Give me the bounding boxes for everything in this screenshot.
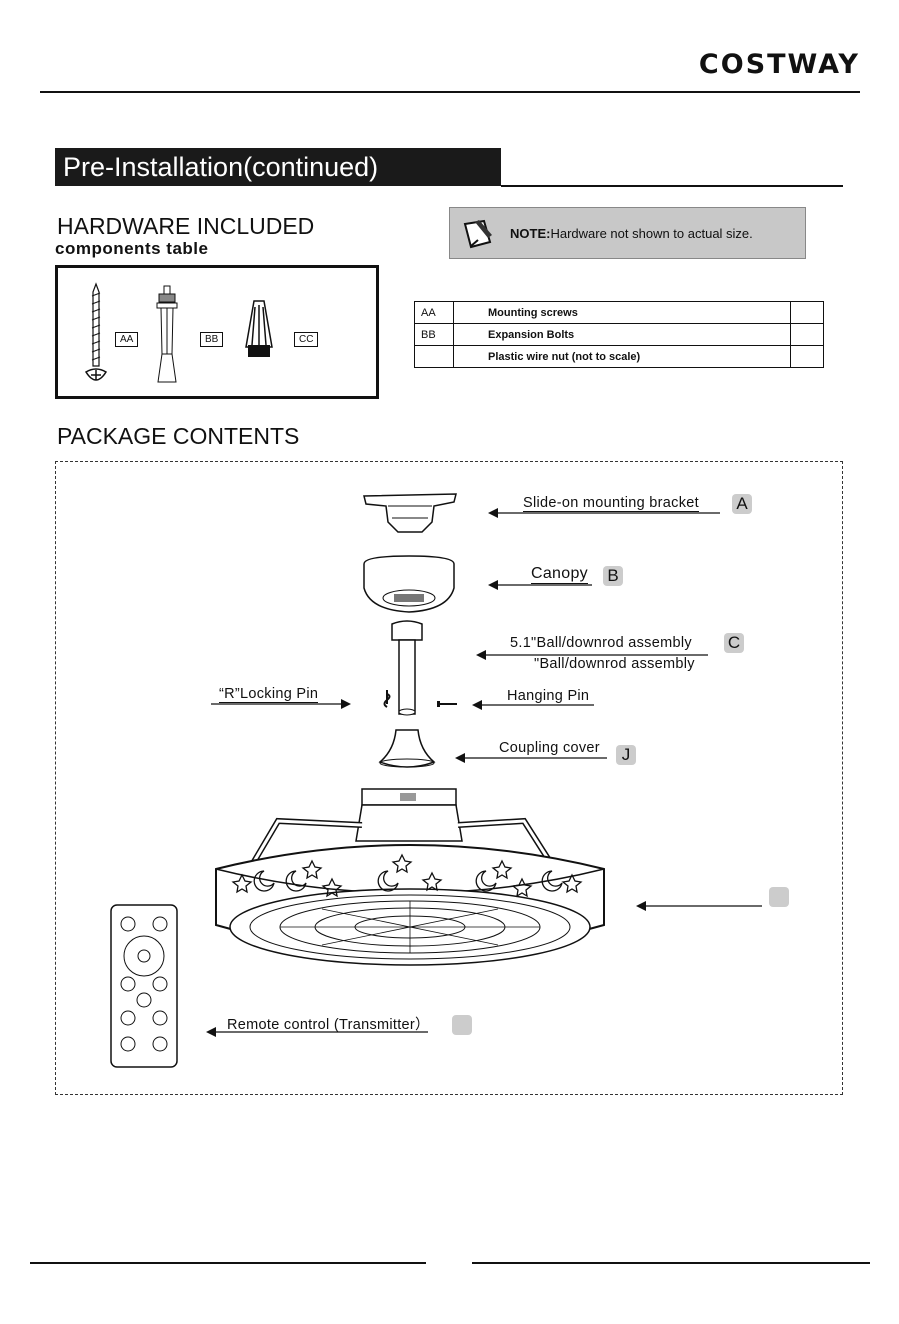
package-contents-frame: [55, 461, 843, 1095]
tag-bb: BB: [200, 332, 224, 347]
badge-b: B: [603, 566, 623, 586]
header-rule: [40, 91, 860, 93]
badge-c: C: [724, 633, 744, 653]
note-pencil-icon: [463, 219, 492, 249]
badge-a: A: [732, 494, 752, 514]
locking-pin-label: “R”Locking Pin: [219, 686, 319, 703]
table-row: AA Mounting screws: [414, 301, 824, 324]
canopy-label: Canopy: [531, 565, 588, 584]
coupling-arrow: [455, 753, 607, 763]
downrod-label-2: "Ball/downrod assembly: [534, 656, 695, 672]
table-cell-name: Plastic wire nut (not to scale): [453, 345, 791, 368]
badge-fan: [769, 887, 789, 907]
remote-control-icon: [110, 904, 178, 1068]
section-title: Pre-Installation(continued): [55, 148, 501, 186]
table-cell-qty: [790, 301, 824, 324]
package-heading: PACKAGE CONTENTS: [57, 423, 300, 449]
remote-label: Remote control (Transmitter）: [227, 1017, 430, 1033]
table-cell-name: Mounting screws: [453, 301, 791, 324]
remote-arrow: [206, 1027, 428, 1037]
table-cell-code: [414, 345, 454, 368]
components-table: AA Mounting screws BB Expansion Bolts Pl…: [414, 301, 824, 368]
table-cell-qty: [790, 323, 824, 346]
table-cell-code: AA: [414, 301, 454, 324]
downrod-icon: [391, 620, 423, 716]
locking-pin-icon: [383, 690, 391, 708]
canopy-arrow: [488, 580, 592, 590]
hardware-heading: HARDWARE INCLUDED: [57, 213, 315, 239]
table-cell-code: BB: [414, 323, 454, 346]
footer-rule-right: [472, 1262, 870, 1264]
locking-pin-arrow: [211, 699, 351, 709]
downrod-arrow: [476, 650, 708, 660]
badge-remote: [452, 1015, 472, 1035]
fan-arrow: [636, 901, 762, 911]
table-row: Plastic wire nut (not to scale): [414, 345, 824, 368]
canopy-icon: [363, 555, 455, 613]
coupling-label: Coupling cover: [499, 740, 600, 756]
components-subheading: components table: [55, 239, 209, 258]
hardware-illustration-box: AA BB CC: [55, 265, 379, 399]
bracket-label: Slide-on mounting bracket: [523, 495, 699, 512]
table-row: BB Expansion Bolts: [414, 323, 824, 346]
table-cell-qty: [790, 345, 824, 368]
footer-rule-left: [30, 1262, 426, 1264]
brand-logo: COSTWAY: [698, 49, 860, 80]
expansion-bolt-icon: [156, 285, 178, 383]
hanging-pin-arrow: [472, 700, 594, 710]
note-box: NOTE:Hardware not shown to actual size.: [449, 207, 806, 259]
tag-aa: AA: [115, 332, 139, 347]
coupling-cover-icon: [378, 729, 436, 768]
hanging-pin-icon: [437, 701, 457, 707]
bracket-arrow: [488, 508, 720, 518]
tag-cc: CC: [294, 332, 319, 347]
ceiling-fan-icon: [215, 788, 605, 966]
hanging-pin-label: Hanging Pin: [507, 688, 590, 704]
wire-nut-icon: [245, 300, 273, 357]
badge-j: J: [616, 745, 636, 765]
mounting-bracket-icon: [363, 493, 457, 533]
section-title-rule: [501, 185, 843, 187]
note-label: NOTE:: [510, 226, 551, 241]
downrod-label: 5.1"Ball/downrod assembly: [510, 635, 692, 651]
table-cell-name: Expansion Bolts: [453, 323, 791, 346]
mounting-screw-icon: [84, 282, 108, 381]
note-text: Hardware not shown to actual size.: [550, 226, 753, 241]
